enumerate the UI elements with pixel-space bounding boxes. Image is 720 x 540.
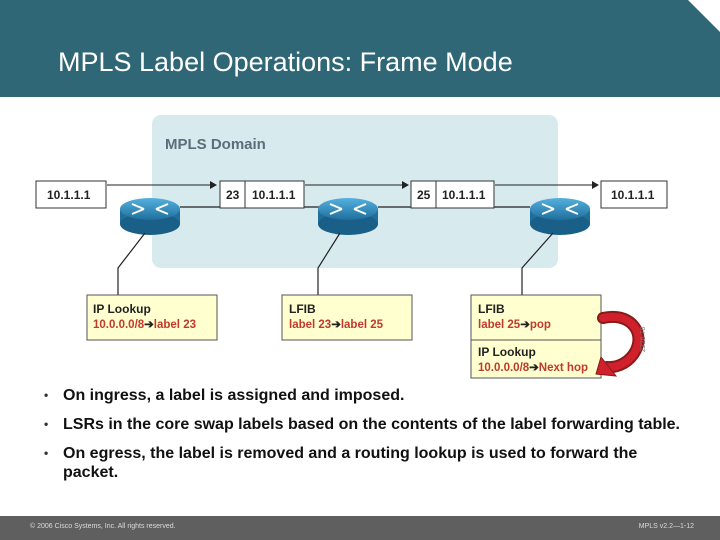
title-bar: MPLS Label Operations: Frame Mode [0, 0, 720, 97]
entry-arrow: ➔ [520, 319, 530, 331]
loopback-arrow-icon [595, 310, 645, 377]
bullet-item: • LSRs in the core swap labels based on t… [44, 415, 694, 434]
router-egress-icon [530, 198, 590, 235]
mpls-diagram: MPLS Domain 10.1.1.1 23 10.1.1.1 25 10.1… [35, 115, 668, 379]
svg-text:10.0.0.0/8➔label 23: 10.0.0.0/8➔label 23 [93, 319, 196, 331]
entry-arrow: ➔ [144, 319, 154, 331]
bullet-text: On ingress, a label is assigned and impo… [63, 387, 405, 404]
packet-3: 25 10.1.1.1 [410, 180, 495, 209]
packet-1: 10.1.1.1 [35, 180, 107, 209]
mpls-domain-area [152, 115, 558, 268]
packet-label: 25 [417, 188, 431, 202]
packet-address: 10.1.1.1 [611, 188, 655, 202]
table-title: LFIB [289, 302, 316, 316]
table-entry-prefix: 10.0.0.0/8 [93, 319, 145, 331]
svg-text:10.0.0.0/8➔Next hop: 10.0.0.0/8➔Next hop [478, 362, 588, 374]
callout-core [317, 232, 341, 295]
entry-arrow: ➔ [529, 362, 539, 374]
table-entry-prefix: 10.0.0.0/8 [478, 362, 530, 374]
figure-id: 2226 78 [640, 326, 647, 352]
entry-arrow: ➔ [331, 319, 341, 331]
bullet-item: • On egress, the label is removed and a r… [44, 444, 694, 482]
course-id: MPLS v2.2—1-12 [638, 523, 694, 530]
packet-address: 10.1.1.1 [47, 188, 91, 202]
packet-4: 10.1.1.1 [600, 180, 668, 209]
table-entry-result: pop [530, 319, 551, 331]
packet-label: 23 [226, 188, 240, 202]
flow-arrow-2 [305, 181, 409, 189]
bullet-dot: • [44, 446, 49, 460]
packet-2: 23 10.1.1.1 [219, 180, 305, 209]
ingress-ip-lookup-table: IP Lookup 10.0.0.0/8➔label 23 [86, 294, 218, 341]
packet-address: 10.1.1.1 [442, 188, 486, 202]
bullet-item: • On ingress, a label is assigned and imp… [44, 386, 694, 405]
footer-bar: © 2006 Cisco Systems, Inc. All rights re… [0, 516, 720, 540]
table-entry-result: Next hop [539, 362, 588, 374]
bullet-dot: • [44, 417, 49, 431]
bullet-text: On egress, the label is removed and a ro… [63, 445, 638, 481]
flow-arrow-3 [495, 181, 599, 189]
egress-lfib-table: LFIB label 25➔pop [470, 294, 602, 341]
packet-address: 10.1.1.1 [252, 188, 296, 202]
callout-egress [521, 232, 554, 295]
svg-text:label 23➔label 25: label 23➔label 25 [289, 319, 384, 331]
router-ingress-icon [120, 198, 180, 235]
table-title: IP Lookup [93, 302, 151, 316]
table-title: IP Lookup [478, 345, 536, 359]
callout-ingress [117, 232, 146, 295]
flow-arrow-1 [107, 181, 217, 189]
slide-title: MPLS Label Operations: Frame Mode [58, 47, 513, 77]
table-entry-prefix: label 25 [478, 319, 521, 331]
table-title: LFIB [478, 302, 505, 316]
core-lfib-table: LFIB label 23➔label 25 [281, 294, 413, 341]
mpls-domain-label: MPLS Domain [165, 136, 266, 153]
bullet-dot: • [44, 388, 49, 402]
table-entry-result: label 25 [341, 319, 384, 331]
copyright-text: © 2006 Cisco Systems, Inc. All rights re… [30, 523, 176, 530]
corner-fold [688, 0, 720, 32]
svg-text:label 25➔pop: label 25➔pop [478, 319, 551, 331]
router-core-icon [318, 198, 378, 235]
egress-ip-lookup-table: IP Lookup 10.0.0.0/8➔Next hop [470, 339, 602, 379]
bullet-list: • On ingress, a label is assigned and imp… [44, 386, 694, 492]
table-entry-prefix: label 23 [289, 319, 331, 331]
table-entry-result: label 23 [154, 319, 196, 331]
bullet-text: LSRs in the core swap labels based on th… [63, 416, 680, 433]
